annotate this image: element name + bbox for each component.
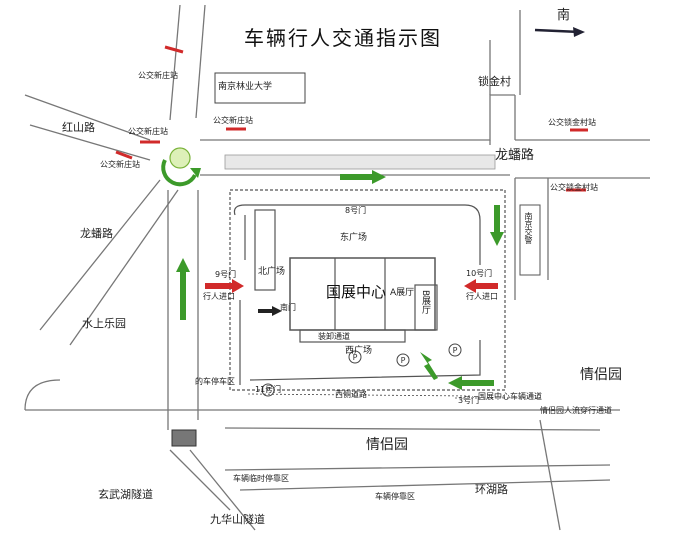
tunnel-entrance <box>171 429 197 447</box>
venue-boundary <box>229 189 506 391</box>
gate-label: 9号门 <box>215 270 237 279</box>
green-traffic-arrows <box>176 170 504 390</box>
car-parking-label: 车辆停靠区 <box>375 492 415 501</box>
hall-b-label: B展厅 <box>420 290 430 315</box>
svg-text:P: P <box>401 356 406 365</box>
university-label: 南京林业大学 <box>218 82 273 92</box>
place-label-qinglvyuan: 情侣园 <box>580 367 622 383</box>
pedestrian-road-label: 情侣园人流穿行通道 <box>540 406 612 415</box>
place-label-qinglvyuan: 情侣园 <box>366 437 408 453</box>
suojincun-label: 锁金村 <box>478 75 511 88</box>
west-square-label: 西广场 <box>345 346 373 356</box>
bus-stop-label: 公交新庄站 <box>128 127 168 136</box>
tunnel-label-xuanwu: 玄武湖隧道 <box>98 488 153 501</box>
tunnel-label-jiuhuashan: 九华山隧道 <box>210 513 265 526</box>
gate-label: 8号门 <box>345 206 367 215</box>
vehicle-entry-label: 国展中心车辆通道 <box>478 392 542 401</box>
bus-stop-label: 公交新庄站 <box>138 71 178 80</box>
map-title: 车辆行人交通指示图 <box>244 26 442 50</box>
loading-lane-label: 装卸通道 <box>318 332 350 341</box>
hall-a-label: A展厅 <box>390 288 415 298</box>
north-square-label: 北广场 <box>258 267 286 277</box>
bus-stop-label: 公交锁金村站 <box>548 118 596 127</box>
road-label-longpan: 龙蟠路 <box>495 148 535 163</box>
gate-label: 3号门 <box>458 396 480 405</box>
road-label-huanhu: 环湖路 <box>475 483 508 496</box>
bus-stop-marks <box>115 45 588 192</box>
roundabout-icon <box>161 147 201 187</box>
road-lines <box>24 4 650 531</box>
gate-label: 11号门 <box>255 385 282 394</box>
place-label-shuishangleyuan: 水上乐园 <box>82 317 126 330</box>
bus-stop-label: 公交新庄站 <box>100 160 140 169</box>
parking-icons: P P P P <box>261 343 462 397</box>
road-label-hongshan: 红山路 <box>62 121 95 134</box>
black-arrows <box>258 306 282 316</box>
north-label: 南 <box>557 8 571 23</box>
svg-text:P: P <box>353 353 358 362</box>
gate-label: 10号门 <box>466 269 493 278</box>
red-pedestrian-arrows <box>205 279 498 293</box>
pedestrian-entry-label: 行人进口 <box>466 292 498 301</box>
pedestrian-entry-label: 行人进口 <box>203 292 235 301</box>
north-arrow <box>534 27 585 37</box>
bus-stop-label: 公交新庄站 <box>213 116 253 125</box>
bus-stop-label: 公交锁金村站 <box>550 183 598 192</box>
taxi-area-label: 的车停车区 <box>195 377 235 386</box>
west-road-label: 西侧道路 <box>335 390 367 399</box>
car-parking-label: 车辆临时停靠区 <box>233 474 289 483</box>
east-square-label: 东广场 <box>340 233 368 243</box>
police-label: 南京交警 <box>524 212 533 244</box>
south-gate-label: 南门 <box>280 303 296 312</box>
road-label-longpan-left: 龙蟠路 <box>80 227 113 240</box>
svg-text:P: P <box>266 386 271 395</box>
venue-name: 国展中心 <box>326 283 387 301</box>
svg-text:P: P <box>453 346 458 355</box>
